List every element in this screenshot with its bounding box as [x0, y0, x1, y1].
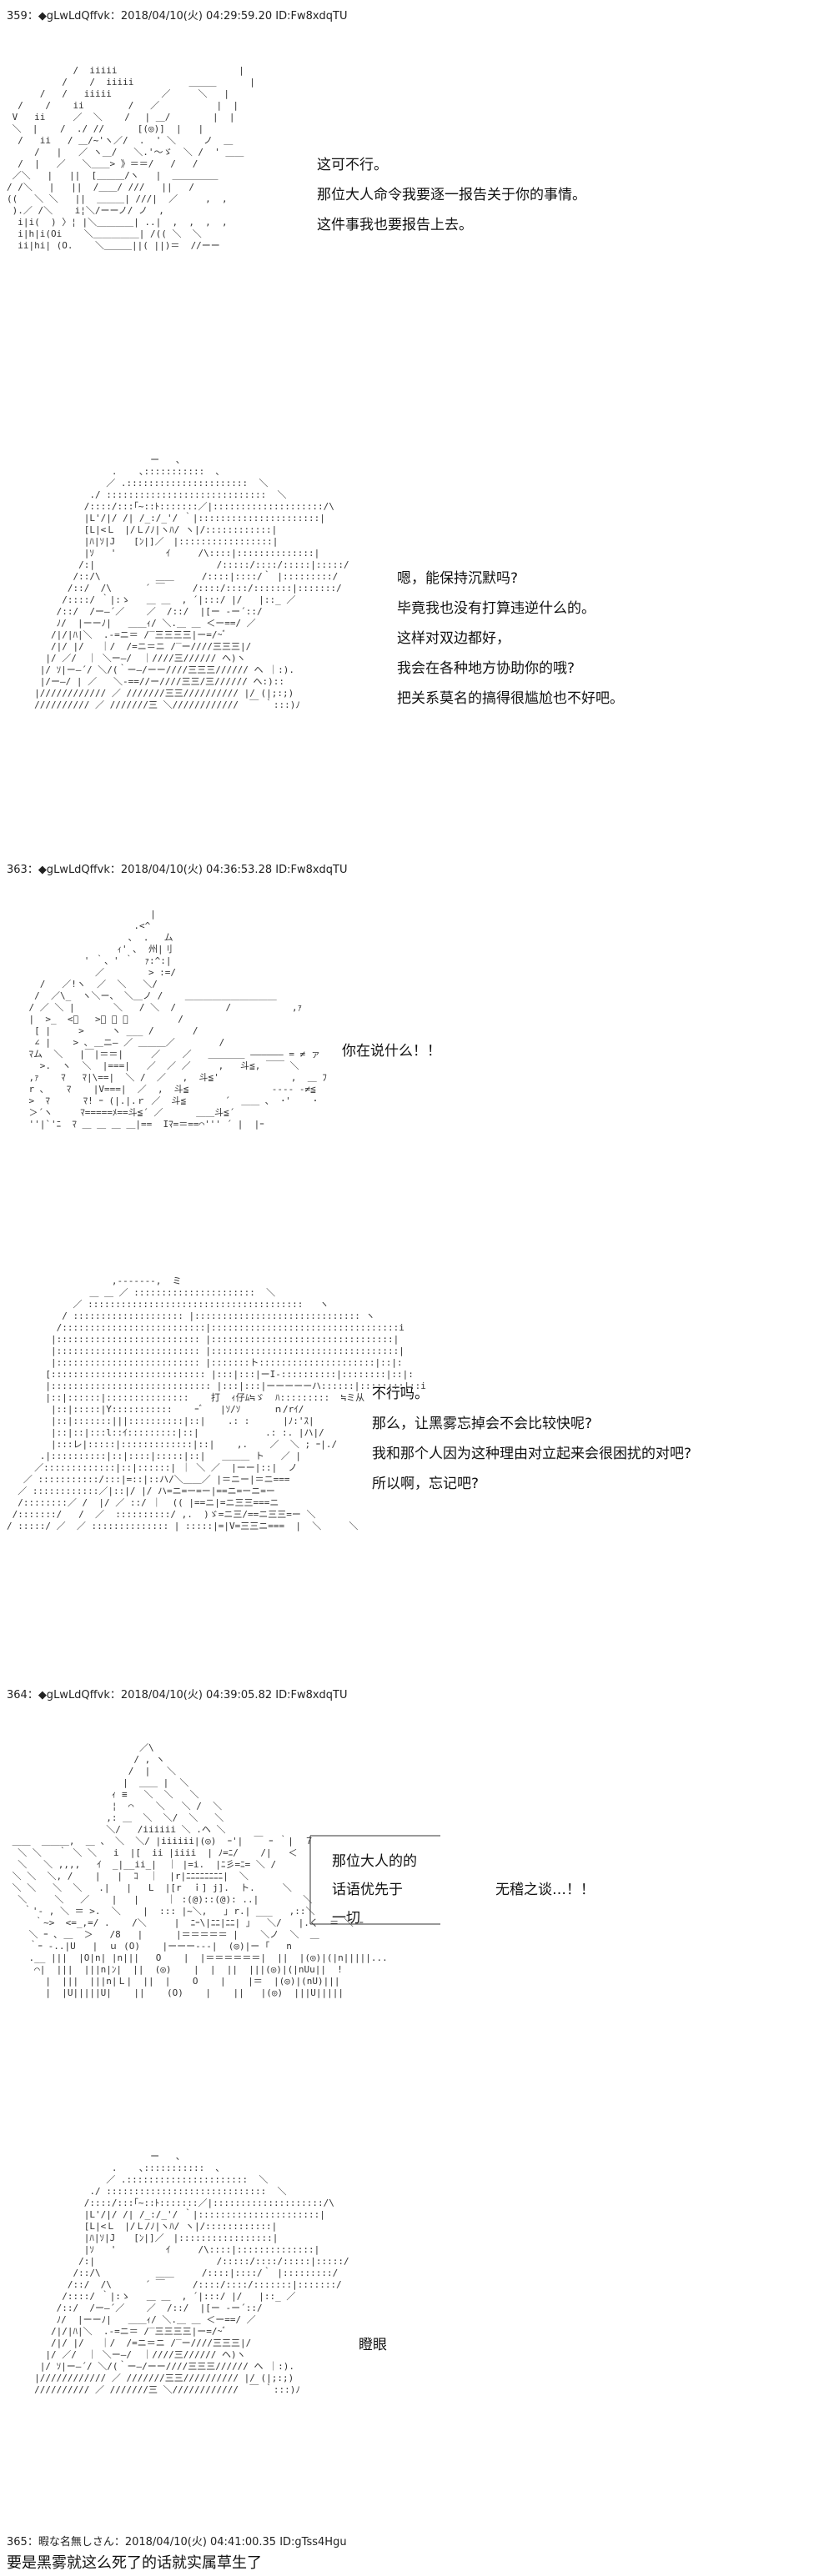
dialog-line: 你在说什么！！ [342, 1043, 441, 1060]
ascii-art-figure: ／\ / , ヽ / | ＼ | ＿＿ | ＼ ｨ ≡ ＼ ＼ ＼ ¦ ⌒ ＼ … [12, 1742, 388, 1998]
dialog-line: 这可不行。 [317, 157, 388, 173]
dialog-line: 话语优先于 [332, 1882, 403, 1898]
dialog-line: 那位大人的的 [332, 1853, 417, 1870]
dialog-line: 那位大人命令我要逐一报告关于你的事情。 [317, 187, 586, 203]
ascii-art-figure: ー ､ . ､::::::::::: ､ ／ .::::::::::::::::… [34, 454, 349, 710]
dialog-line: 我和那个人因为这种理由对立起来会很困扰的对吧? [372, 1446, 692, 1462]
reply-text: 要是黑雾就这么死了的话就实属草生了 [7, 2554, 262, 2572]
dialog-block: 这可不行。 那位大人命令我要逐一报告关于你的事情。 这件事我也要报告上去。 [317, 150, 586, 240]
dialog-line: 不行吗。 [372, 1386, 429, 1402]
dialog-line: 一切 [332, 1910, 360, 1927]
ascii-art-figure: ,-------, ミ ＿ ＿ ／ ::::::::::::::::::::::… [7, 1275, 426, 1531]
dialog-line: 嗯，能保持沉默吗? [397, 570, 519, 587]
dialog-line: 这件事我也要报告上去。 [317, 217, 473, 233]
dialog-line: 把关系莫名的搞得很尴尬也不好吧。 [397, 690, 624, 707]
ascii-art-figure: ー ､ . ､::::::::::: ､ ／ .::::::::::::::::… [34, 2151, 349, 2395]
post-header: 364：◆gLwLdQffvk：2018/04/10(火) 04:39:05.8… [7, 1689, 348, 1701]
reply-header: 365：暇な名無しさん：2018/04/10(火) 04:41:00.35 ID… [7, 2536, 347, 2548]
dialog-line: 这样对双边都好， [397, 630, 510, 647]
dialog-line: 瞪眼 [359, 2337, 387, 2353]
speech-bubble-lines [309, 1835, 440, 1925]
dialog-block: 嗯，能保持沉默吗? 毕竟我也没有打算违逆什么的。 这样对双边都好， 我会在各种地… [397, 564, 624, 714]
ascii-art-figure: | .<^ ､ ． ム ｨ' ､ 州|刂 ' ｀、' ｀ ｧ:^:| ／ > :… [28, 909, 327, 1130]
post-header: 359：◆gLwLdQffvk：2018/04/10(火) 04:29:59.2… [7, 10, 348, 23]
ascii-art-figure: / iiiii | / / iiiii ＿＿＿ | / / iiiii ／ ＼ … [7, 65, 255, 251]
aside-line: 无稽之谈…！！ [495, 1882, 595, 1898]
dialog-line: 毕竟我也没有打算违逆什么的。 [397, 600, 595, 617]
dialog-line: 那么，让黑雾忘掉会不会比较快呢? [372, 1416, 593, 1432]
dialog-block: 不行吗。 那么，让黑雾忘掉会不会比较快呢? 我和那个人因为这种理由对立起来会很困… [372, 1379, 691, 1499]
post-header: 363：◆gLwLdQffvk：2018/04/10(火) 04:36:53.2… [7, 864, 348, 876]
dialog-line: 所以啊，忘记吧? [372, 1476, 480, 1492]
dialog-line: 我会在各种地方协助你的哦? [397, 660, 575, 677]
